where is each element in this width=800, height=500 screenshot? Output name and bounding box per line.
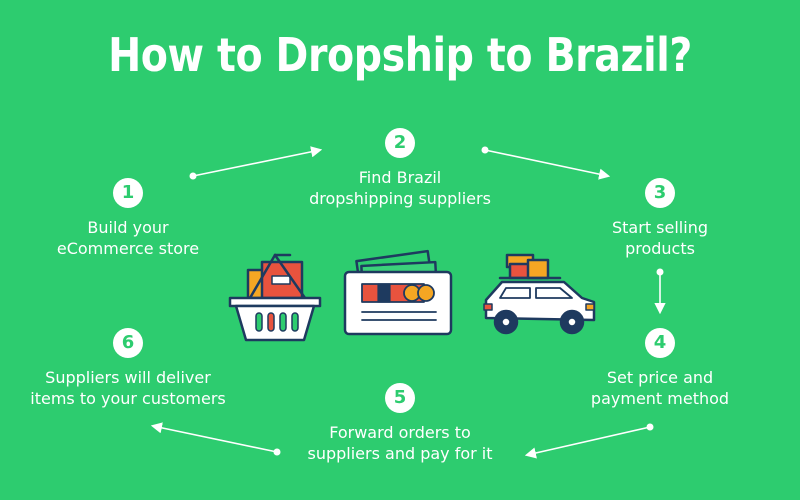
car-with-luggage-icon <box>483 253 596 335</box>
step-1-badge: 1 <box>113 178 143 208</box>
step-2-line-2: dropshipping suppliers <box>309 189 491 208</box>
arrow-2-to-3 <box>481 146 611 180</box>
page-title: How to Dropship to Brazil? <box>108 28 692 82</box>
step-1-label: Build your eCommerce store <box>28 217 228 259</box>
step-6-badge: 6 <box>113 328 143 358</box>
step-4-line-1: Set price and <box>606 368 714 387</box>
step-3-line-1: Start selling <box>612 218 708 237</box>
arrow-3-to-4 <box>654 268 666 315</box>
step-5-line-2: suppliers and pay for it <box>307 444 493 463</box>
step-4-line-2: payment method <box>590 389 730 408</box>
step-5-label: Forward orders to suppliers and pay for … <box>290 422 510 464</box>
step-2-label: Find Brazil dropshipping suppliers <box>290 167 510 209</box>
arrow-5-to-6 <box>150 422 281 456</box>
step-6-line-1: Suppliers will deliver <box>45 368 211 387</box>
step-5-line-1: Forward orders to <box>329 423 471 442</box>
step-1-line-2: eCommerce store <box>56 239 200 258</box>
step-4-label: Set price and payment method <box>570 367 750 409</box>
step-3-line-2: products <box>625 239 695 258</box>
step-6-label: Suppliers will deliver items to your cus… <box>18 367 238 409</box>
step-5-badge: 5 <box>385 383 415 413</box>
arrow-1-to-2 <box>189 146 323 180</box>
step-4-badge: 4 <box>645 328 675 358</box>
step-3-label: Start selling products <box>580 217 740 259</box>
shopping-basket-icon <box>228 253 322 342</box>
step-2-badge: 2 <box>385 128 415 158</box>
step-1-line-1: Build your <box>87 218 169 237</box>
step-6-line-2: items to your customers <box>30 389 226 408</box>
step-3-badge: 3 <box>645 178 675 208</box>
wallet-icon <box>343 249 453 336</box>
arrow-4-to-5 <box>524 423 654 459</box>
step-2-line-1: Find Brazil <box>358 168 442 187</box>
